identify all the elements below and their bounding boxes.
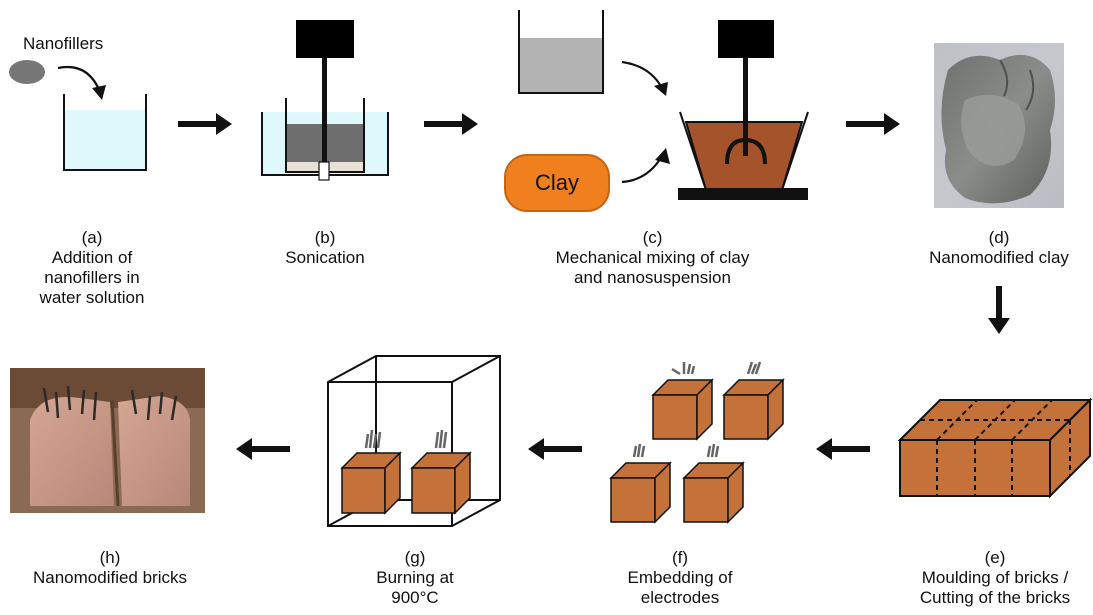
mixer-shaft [743,58,748,156]
caption-b-letter: (b) [314,228,336,247]
grey-liquid-container-fill [519,38,603,93]
step-h-photo [10,368,205,513]
nanofillers-label: Nanofillers [23,34,104,53]
curved-arrowhead-c-bottom [655,148,670,164]
arrow-c-to-d [846,113,900,135]
caption-a-line3: water solution [39,288,145,307]
sonicator-tip [318,161,330,181]
brick-photo-left [30,396,114,506]
brick-cube-g2 [410,429,472,515]
caption-d-line1: Nanomodified clay [929,248,1069,267]
arrow-a-to-b [178,113,232,135]
caption-g-line1: Burning at [376,568,454,587]
arrow-g-to-h [236,438,290,460]
mixer-head [718,20,774,58]
caption-g-letter: (g) [404,548,426,567]
brick-photo-right [118,396,190,506]
brick-cube-f3 [609,443,672,524]
water-fill-a [64,110,146,170]
mixer-base [678,188,808,200]
caption-f-letter: (f) [671,548,689,567]
step-f-illustration [609,361,785,524]
arrow-d-to-e [988,286,1010,334]
step-g-illustration [327,355,501,527]
mixer-paddle [725,137,767,165]
brick-cube-f1 [651,362,714,441]
grey-liquid-container [518,10,604,94]
caption-e-line2: Cutting of the bricks [919,588,1071,607]
caption-d-letter: (d) [988,228,1010,247]
caption-g: (g) Burning at 900°C [345,548,485,608]
caption-h-letter: (h) [99,548,121,567]
curved-arrowhead-c-top [654,82,668,96]
caption-f: (f) Embedding of electrodes [600,548,760,608]
caption-c: (c) Mechanical mixing of clay and nanosu… [520,228,785,288]
brick-cube-f4 [682,443,745,524]
sonicator-head [296,20,354,58]
step-c-illustration [504,10,809,212]
caption-h: (h) Nanomodified bricks [15,548,205,588]
caption-a: (a) Addition of nanofillers in water sol… [0,228,188,308]
caption-c-letter: (c) [642,228,663,247]
step-d-photo [934,43,1064,208]
step-b-illustration [261,20,389,181]
caption-c-line1: Mechanical mixing of clay [555,248,750,267]
caption-a-line1: Addition of [51,248,133,267]
arrow-f-to-g [528,438,582,460]
beaker-a [63,94,147,171]
brick-cube-f2 [722,361,785,441]
caption-e-letter: (e) [984,548,1006,567]
mixing-bowl-rim [679,111,809,191]
brick-cut-lines [920,399,1071,496]
curved-arrowhead-a [92,85,106,100]
nanofiller-pellet [9,60,45,84]
clay-label: Clay [534,170,579,195]
sonicator-shaft [322,58,327,164]
caption-e-line1: Moulding of bricks / [921,568,1069,587]
caption-h-line1: Nanomodified bricks [32,568,187,587]
caption-f-line2: electrodes [640,588,720,607]
step-e-illustration [897,397,1093,499]
caption-b-line1: Sonication [285,248,365,267]
brick-cube-g1 [340,429,402,515]
clay-pill [504,154,610,212]
electrodes-photo [42,385,178,421]
arrow-e-to-f [816,438,870,460]
arrow-b-to-c [424,113,478,135]
caption-a-letter: (a) [81,228,103,247]
caption-d: (d) Nanomodified clay [905,228,1093,268]
caption-e: (e) Moulding of bricks / Cutting of the … [900,548,1090,608]
caption-c-line2: and nanosuspension [574,268,731,287]
caption-b: (b) Sonication [255,228,395,268]
caption-f-line1: Embedding of [627,568,733,587]
caption-a-line2: nanofillers in [44,268,140,287]
step-a-illustration [9,60,147,171]
curved-arrow-c-top [621,60,663,89]
caption-g-line2: 900°C [391,588,439,607]
